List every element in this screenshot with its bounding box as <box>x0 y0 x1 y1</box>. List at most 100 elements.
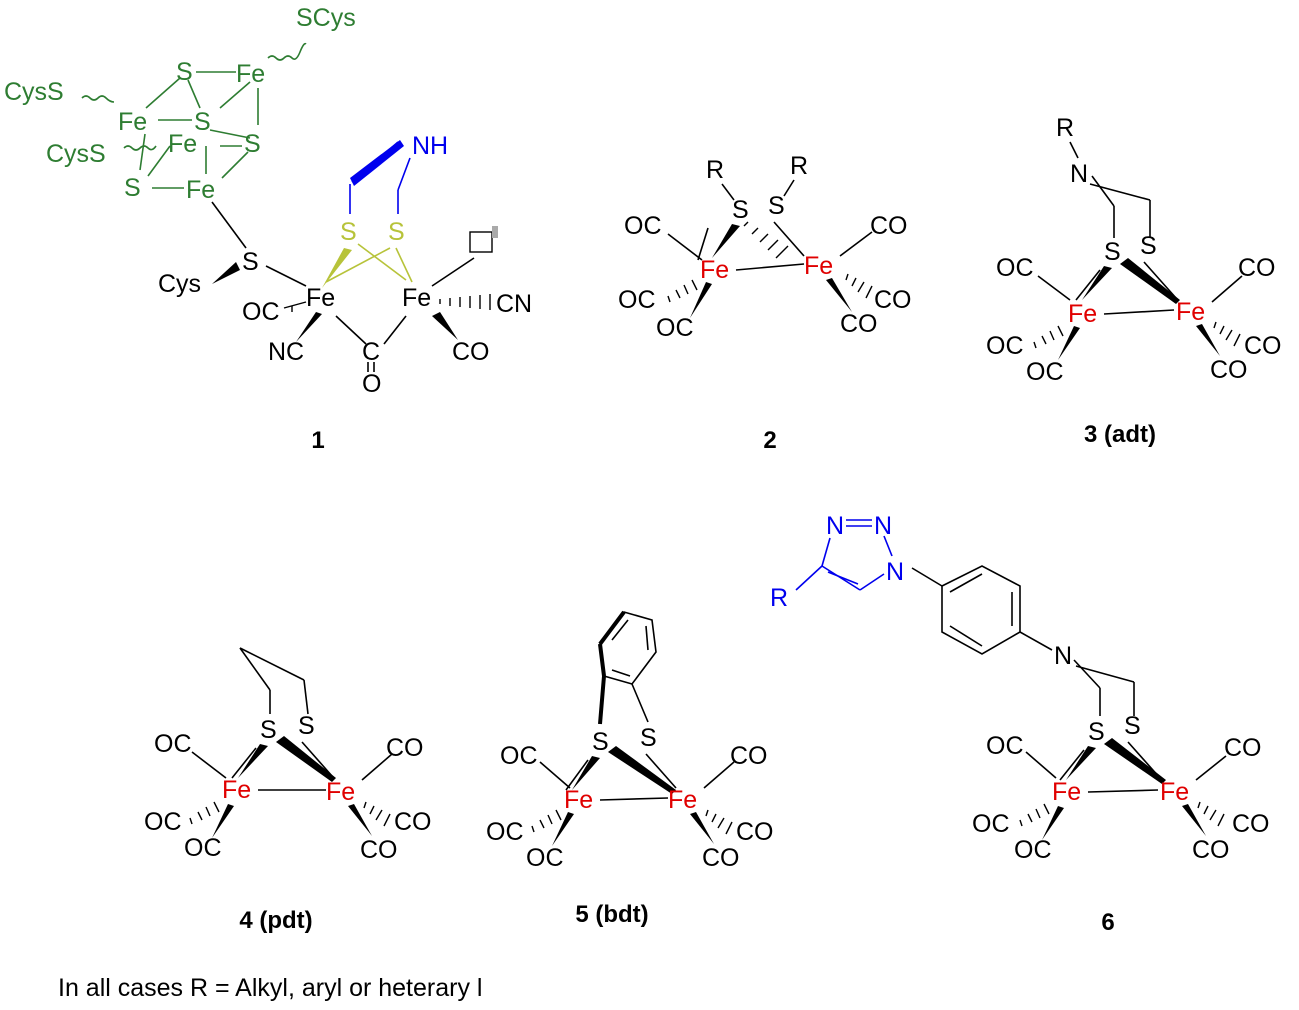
s-left: S <box>260 716 277 744</box>
fe-proximal: Fe <box>306 284 335 312</box>
cluster-s-3: S <box>244 130 261 158</box>
hash-cn-distal <box>439 294 491 310</box>
compound-3-label: 3 (adt) <box>1084 421 1156 448</box>
compound-4-structure: S S Fe Fe OC OC OC CO CO CO <box>144 647 432 864</box>
oc-left-bottom: OC <box>1026 358 1064 386</box>
oc-left-mid: OC <box>972 810 1010 838</box>
oc-left-bottom: OC <box>184 834 222 862</box>
fe-left: Fe <box>564 786 593 814</box>
oc-left-top: OC <box>154 730 192 758</box>
cluster-s-2: S <box>194 108 211 136</box>
cluster-fe-1: Fe <box>236 60 265 88</box>
fe-distal: Fe <box>402 284 431 312</box>
cys-label: Cys <box>158 270 201 298</box>
co-right-top: CO <box>386 734 424 762</box>
fe-right: Fe <box>326 778 355 806</box>
compound-2-structure: R R S S Fe Fe OC OC OC CO <box>618 152 912 342</box>
r-left: R <box>706 156 724 184</box>
co-right-bottom: CO <box>840 310 878 338</box>
cn-distal: CN <box>496 290 532 318</box>
compound-1-label: 1 <box>311 427 324 454</box>
triazole-n1: N <box>886 558 904 586</box>
compound-5-label: 5 (bdt) <box>575 901 648 928</box>
fe-right: Fe <box>1160 778 1189 806</box>
nc-proximal: NC <box>268 338 304 366</box>
co-right-top: CO <box>730 742 768 770</box>
oc-left-top: OC <box>624 212 662 240</box>
s-left: S <box>592 728 609 756</box>
co-right-bottom: CO <box>1192 836 1230 864</box>
cluster-fe-4: Fe <box>186 176 215 204</box>
s-right: S <box>298 712 315 740</box>
oc-left-mid: OC <box>144 808 182 836</box>
fe4s4-cluster-bonds <box>81 42 307 189</box>
bridging-o: O <box>362 370 381 398</box>
fe-left: Fe <box>1052 778 1081 806</box>
co-right-bottom: CO <box>702 844 740 872</box>
cyss-label-bottom: CysS <box>46 140 106 168</box>
oc-proximal: OC <box>242 298 280 326</box>
hash-co-right <box>1197 801 1225 827</box>
scys-label: SCys <box>296 4 356 32</box>
fe-left: Fe <box>700 256 729 284</box>
cluster-fe-2: Fe <box>118 108 147 136</box>
s-right: S <box>768 192 785 220</box>
oc-left-top: OC <box>500 742 538 770</box>
n-label: N <box>1070 160 1088 188</box>
cys-s-label: S <box>242 248 259 276</box>
fe-left: Fe <box>1068 300 1097 328</box>
oc-left-bottom: OC <box>1014 836 1052 864</box>
adt-s-left: S <box>340 218 357 246</box>
r-label: R <box>1056 114 1074 142</box>
triazole-ring: N N N R <box>770 512 904 612</box>
benzene-ring <box>598 610 657 685</box>
co-distal: CO <box>452 338 490 366</box>
co-right-mid: CO <box>736 818 774 846</box>
fe-left: Fe <box>222 776 251 804</box>
s-right: S <box>640 724 657 752</box>
hash-oc-left <box>1033 325 1064 349</box>
hash-co-right <box>363 801 391 827</box>
fe-right: Fe <box>1176 298 1205 326</box>
compound-1-structure: SCys CysS CysS S Fe Fe S Fe S S Fe S Cys… <box>4 4 532 398</box>
triazole-r: R <box>770 584 788 612</box>
co-right-mid: CO <box>874 286 912 314</box>
s-left: S <box>732 196 749 224</box>
hash-oc-left <box>1019 803 1050 827</box>
compound-5-structure: S S Fe Fe OC OC OC CO CO CO <box>486 610 774 872</box>
hash-s-fe <box>743 221 789 259</box>
phenyl-ring <box>941 565 1021 655</box>
hash-oc-left <box>531 809 562 833</box>
co-right-top: CO <box>1224 734 1262 762</box>
co-right-mid: CO <box>1232 810 1270 838</box>
n-amine: N <box>1054 642 1072 670</box>
oc-left-top: OC <box>986 732 1024 760</box>
fe-right: Fe <box>668 786 697 814</box>
cluster-s-4: S <box>124 174 141 202</box>
hash-co-right <box>1213 321 1241 347</box>
oc-left-bottom: OC <box>656 314 694 342</box>
co-right-top: CO <box>1238 254 1276 282</box>
oc-left-bottom: OC <box>526 844 564 872</box>
co-right-top: CO <box>870 212 908 240</box>
s-left: S <box>1104 238 1121 266</box>
oc-left-mid: OC <box>486 818 524 846</box>
hash-co-right <box>705 809 733 835</box>
compound-6-structure: N N N R N S S <box>770 512 1270 864</box>
compound-6-label: 6 <box>1101 909 1114 936</box>
compound-2-label: 2 <box>763 427 776 454</box>
hash-co-right <box>845 273 873 299</box>
vacant-site-shade <box>492 226 498 238</box>
triazole-n3: N <box>826 512 844 540</box>
fe-right: Fe <box>804 252 833 280</box>
hash-oc-left <box>189 801 220 825</box>
compound-3-structure: R N S S Fe Fe OC OC OC CO <box>986 114 1282 386</box>
cyss-label-top: CysS <box>4 78 64 106</box>
hash-oc-left <box>667 279 698 303</box>
oc-left-mid: OC <box>618 286 656 314</box>
s-left: S <box>1088 718 1105 746</box>
co-right-bottom: CO <box>1210 356 1248 384</box>
r-right: R <box>790 152 808 180</box>
oc-left-top: OC <box>996 254 1034 282</box>
